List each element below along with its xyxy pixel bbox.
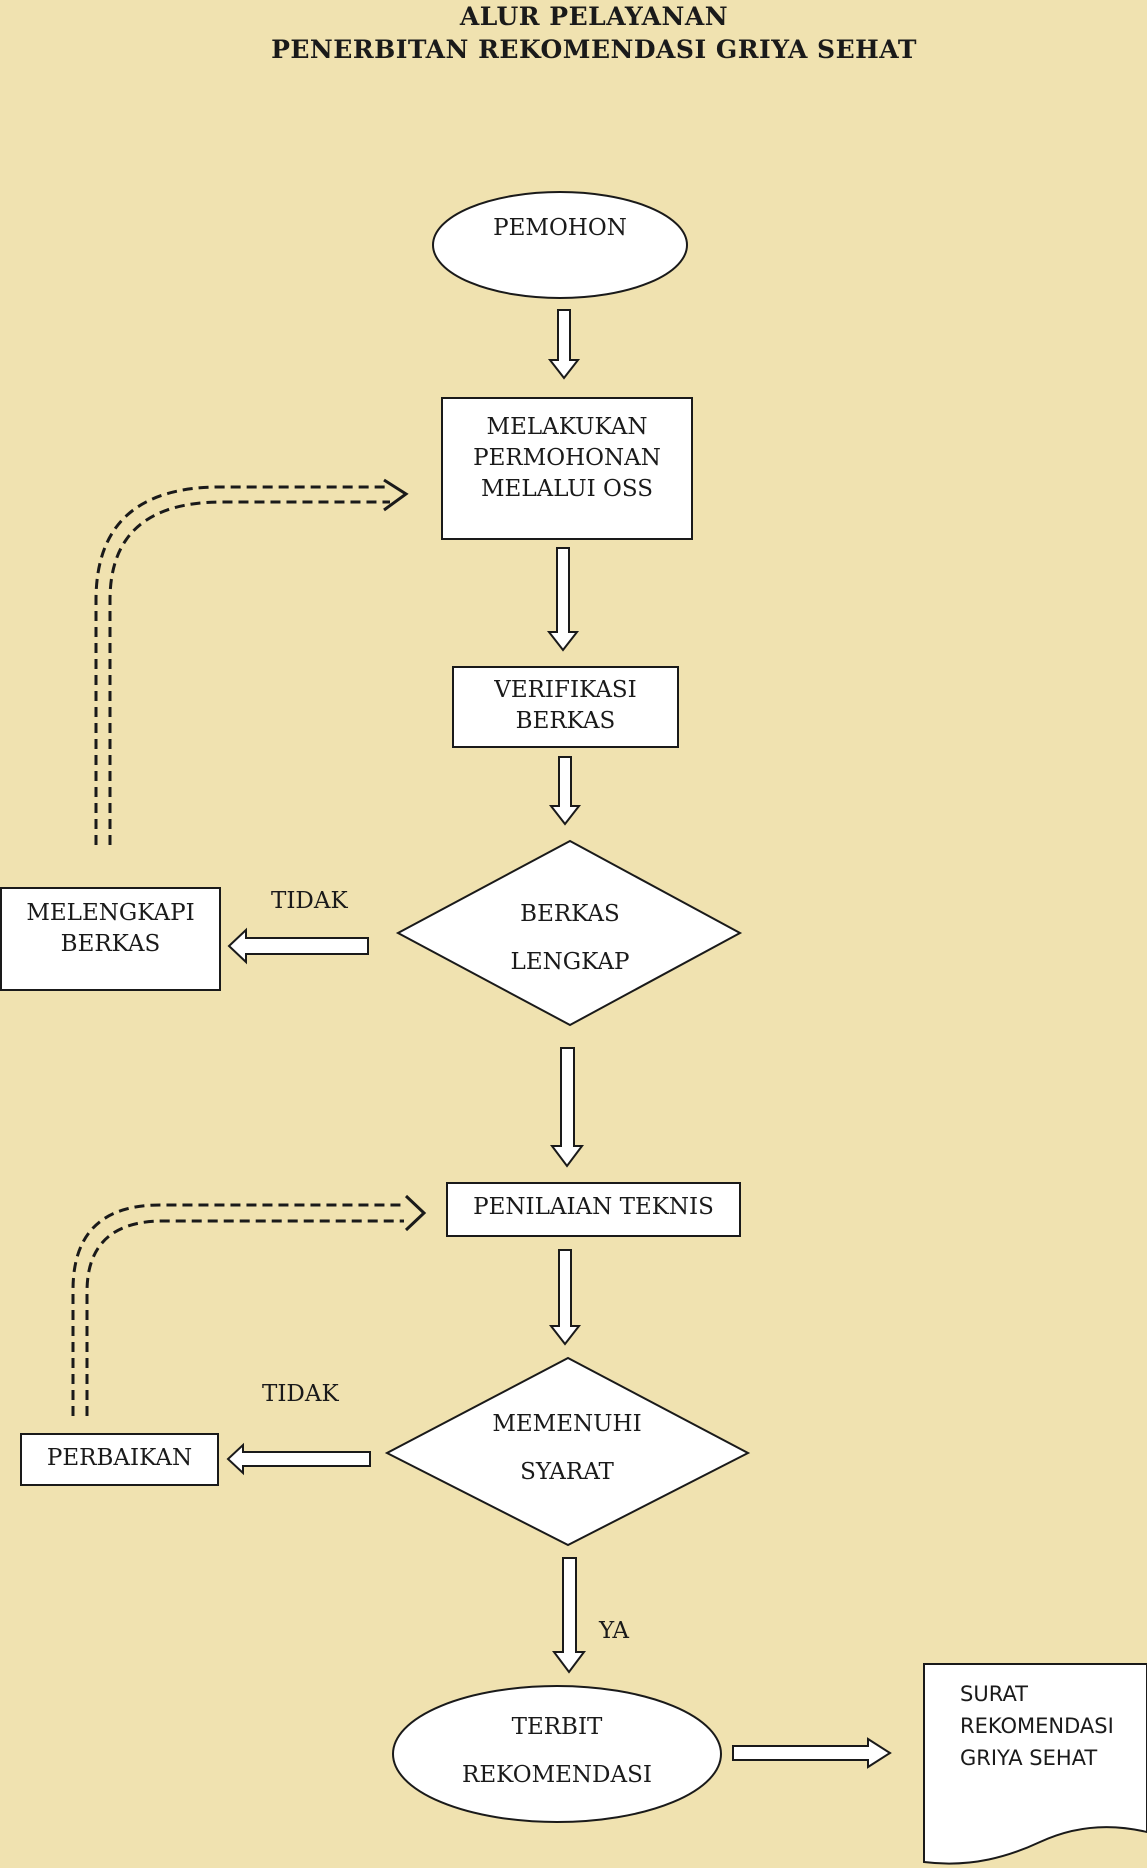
label-berkas-lengkap: BERKAS LENGKAP (470, 890, 670, 986)
arrow-down-6 (552, 1557, 586, 1674)
label-memenuhi-line-1: MEMENUHI (492, 1411, 642, 1437)
label-memenuhi-line-2: SYARAT (520, 1459, 614, 1485)
end-node-terbit (392, 1685, 722, 1823)
diagram-title-line-2: PENERBITAN REKOMENDASI GRIYA SEHAT (271, 35, 917, 64)
process-box-permohonan (441, 397, 693, 540)
process-box-penilaian (446, 1182, 741, 1237)
label-permohonan-line-1: MELAKUKAN (486, 414, 648, 440)
decision-memenuhi-syarat (384, 1356, 751, 1547)
label-berkas-lengkap-line-2: LENGKAP (510, 949, 630, 975)
arrow-down-1 (547, 309, 581, 380)
label-surat-line-3: GRIYA SEHAT (960, 1746, 1098, 1770)
label-melengkapi-line-1: MELENGKAPI (26, 900, 195, 926)
arrow-left-tidak-1 (227, 927, 369, 965)
edge-label-tidak-2: TIDAK (262, 1381, 339, 1407)
label-perbaikan: PERBAIKAN (46, 1445, 193, 1471)
label-permohonan-line-3: MELALUI OSS (481, 476, 653, 502)
arrow-down-2 (546, 547, 580, 652)
decision-berkas-lengkap (395, 839, 743, 1027)
arrow-left-tidak-2 (226, 1442, 371, 1476)
label-terbit-line-1: TERBIT (511, 1714, 603, 1740)
label-verifikasi-line-1: VERIFIKASI (494, 677, 637, 703)
document-surat (923, 1663, 1147, 1865)
feedback-arrowhead-2 (404, 1194, 427, 1232)
feedback-arrow-perbaikan (71, 1203, 404, 1416)
label-surat: SURAT REKOMENDASI GRIYA SEHAT (960, 1678, 1140, 1774)
diagram-title-line-1: ALUR PELAYANAN (459, 2, 729, 31)
label-pemohon: PEMOHON (493, 215, 627, 241)
label-penilaian: PENILAIAN TEKNIS (473, 1194, 714, 1220)
arrow-right-surat (732, 1737, 892, 1769)
label-melengkapi-line-2: BERKAS (60, 931, 161, 957)
label-permohonan: MELAKUKAN PERMOHONAN MELALUI OSS (442, 412, 692, 505)
process-box-melengkapi (0, 887, 221, 991)
process-box-verifikasi (452, 666, 679, 748)
arrow-down-4 (550, 1047, 584, 1168)
label-melengkapi: MELENGKAPI BERKAS (1, 898, 220, 960)
label-surat-line-2: REKOMENDASI (960, 1714, 1114, 1738)
label-permohonan-line-2: PERMOHONAN (473, 445, 661, 471)
edge-label-ya: YA (599, 1618, 630, 1644)
arrow-down-5 (548, 1249, 582, 1346)
label-memenuhi-syarat: MEMENUHI SYARAT (467, 1400, 667, 1496)
label-berkas-lengkap-line-1: BERKAS (520, 901, 620, 927)
start-node-pemohon (432, 191, 688, 299)
label-terbit-line-2: REKOMENDASI (462, 1762, 652, 1788)
label-terbit: TERBIT REKOMENDASI (447, 1703, 667, 1799)
feedback-arrow-melengkapi (94, 485, 390, 845)
arrow-down-3 (548, 756, 582, 826)
label-surat-line-1: SURAT (960, 1682, 1029, 1706)
label-verifikasi-line-2: BERKAS (515, 708, 616, 734)
label-verifikasi: VERIFIKASI BERKAS (453, 675, 678, 737)
feedback-arrowhead-1 (383, 478, 409, 512)
process-box-perbaikan (20, 1433, 219, 1486)
edge-label-tidak-1: TIDAK (271, 888, 348, 914)
